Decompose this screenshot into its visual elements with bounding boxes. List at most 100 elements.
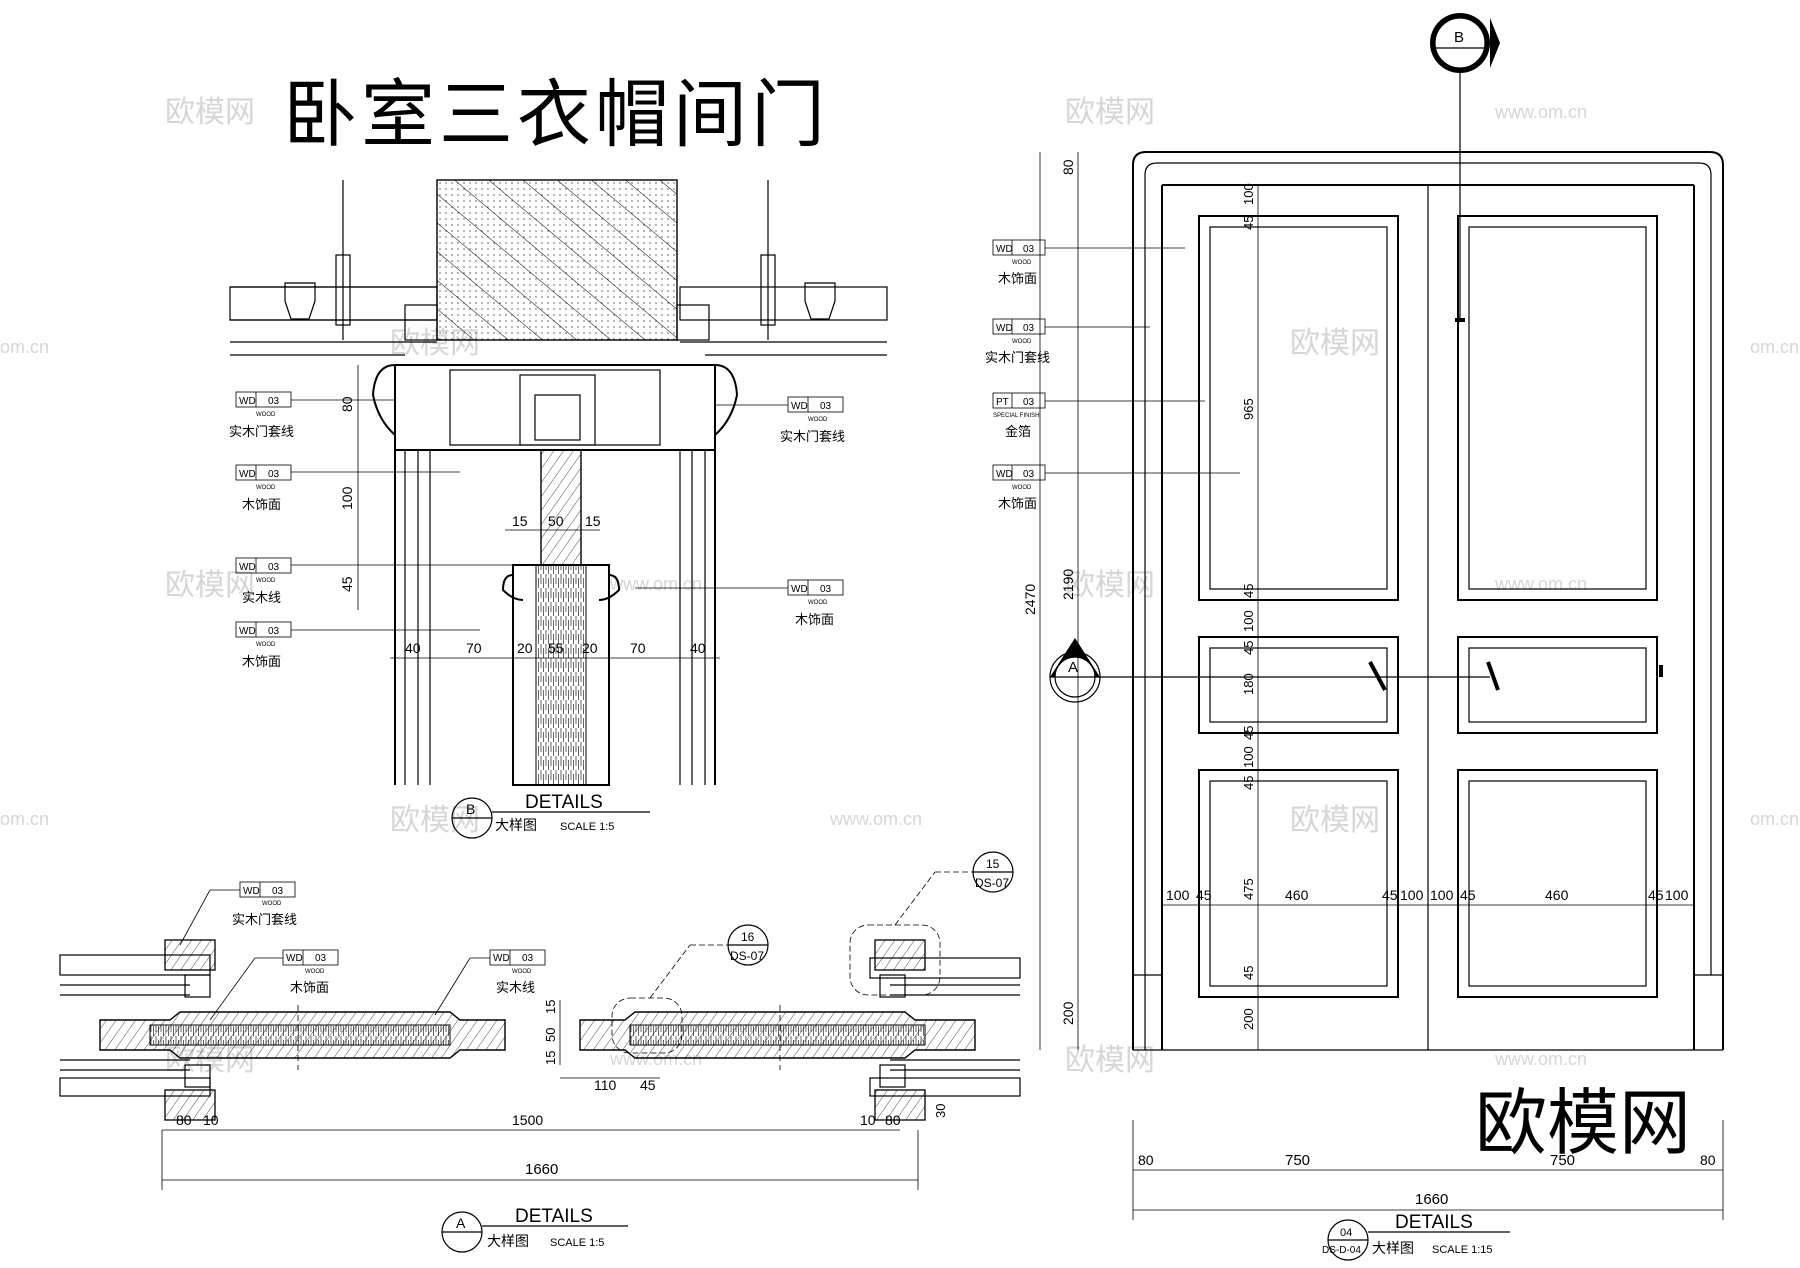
detail-elev-title: 04 DS-D-04 DETAILS 大样图 SCALE 1:15 bbox=[1322, 1212, 1510, 1261]
svg-text:木饰面: 木饰面 bbox=[242, 654, 281, 669]
svg-text:45: 45 bbox=[1382, 887, 1398, 903]
svg-text:45: 45 bbox=[1648, 887, 1664, 903]
detail-b: 80 100 45 15 50 15 40 70 20 55 20 70 40 … bbox=[229, 179, 888, 839]
watermark: 欧模网 bbox=[1290, 804, 1380, 837]
tag-b-3: WD 03 WOOD 实木线 bbox=[235, 557, 513, 605]
tag-b-5: WD 03 WOOD 实木门套线 bbox=[715, 396, 845, 444]
svg-text:180: 180 bbox=[1241, 673, 1256, 695]
svg-text:80: 80 bbox=[885, 1112, 901, 1128]
dim-elev-bottom: 80 750 750 80 bbox=[1138, 1152, 1716, 1169]
svg-text:实木门套线: 实木门套线 bbox=[229, 424, 294, 439]
svg-text:WD: WD bbox=[239, 469, 256, 480]
svg-text:WD: WD bbox=[493, 953, 510, 964]
svg-text:10: 10 bbox=[860, 1112, 876, 1128]
svg-text:200: 200 bbox=[1060, 1001, 1076, 1025]
tag-e-3: PT 03 SPECIAL FINISH 金箔 bbox=[992, 392, 1205, 439]
svg-text:DS-07: DS-07 bbox=[975, 876, 1009, 890]
svg-text:WD: WD bbox=[243, 886, 260, 897]
watermark: 欧模网 bbox=[1290, 327, 1380, 360]
svg-text:100: 100 bbox=[1400, 887, 1424, 903]
tag-b-2: WD 03 WOOD 木饰面 bbox=[235, 464, 460, 512]
svg-text:WOOD: WOOD bbox=[262, 901, 282, 907]
svg-text:965: 965 bbox=[1241, 398, 1256, 420]
dim-elev-horiz: 100 45 460 45 100 100 45 460 45 100 bbox=[1166, 887, 1689, 903]
svg-text:WOOD: WOOD bbox=[1012, 485, 1032, 491]
detail-a-title: A DETAILS 大样图 SCALE 1:5 bbox=[441, 1206, 628, 1253]
watermark: 欧模网 bbox=[1065, 569, 1155, 602]
svg-text:WD: WD bbox=[791, 584, 808, 595]
svg-text:20: 20 bbox=[582, 640, 598, 656]
svg-text:03: 03 bbox=[1023, 469, 1035, 480]
svg-text:10: 10 bbox=[203, 1112, 219, 1128]
svg-text:100: 100 bbox=[1241, 610, 1256, 632]
svg-text:15: 15 bbox=[512, 513, 528, 529]
tag-b-4: WD 03 WOOD 木饰面 bbox=[235, 621, 480, 669]
dim-a-total: 1660 bbox=[525, 1161, 558, 1178]
svg-text:80: 80 bbox=[1138, 1152, 1154, 1168]
svg-text:WOOD: WOOD bbox=[256, 412, 276, 418]
svg-text:大样图: 大样图 bbox=[1372, 1240, 1414, 1256]
svg-text:木饰面: 木饰面 bbox=[242, 497, 281, 512]
watermark: www.om.cn bbox=[829, 809, 922, 829]
svg-text:DETAILS: DETAILS bbox=[525, 792, 603, 813]
svg-text:70: 70 bbox=[630, 640, 646, 656]
tag-e-1: WD 03 WOOD 木饰面 bbox=[992, 239, 1185, 286]
watermark: 欧模网 bbox=[390, 804, 480, 837]
section-mark-b: B bbox=[1430, 13, 1500, 73]
svg-text:15: 15 bbox=[543, 1051, 558, 1065]
watermark: 欧模网 bbox=[165, 569, 255, 602]
svg-text:木饰面: 木饰面 bbox=[795, 612, 834, 627]
svg-text:PT: PT bbox=[996, 397, 1009, 408]
door-elevation: A B 80 2190 2470 200 45 100 965 45 100 4 bbox=[985, 13, 1724, 1261]
tag-e-4: WD 03 WOOD 木饰面 bbox=[992, 464, 1240, 511]
svg-text:木饰面: 木饰面 bbox=[998, 496, 1037, 511]
svg-text:100: 100 bbox=[1241, 746, 1256, 768]
svg-text:WOOD: WOOD bbox=[256, 485, 276, 491]
svg-text:SCALE 1:5: SCALE 1:5 bbox=[560, 821, 614, 833]
svg-text:WOOD: WOOD bbox=[256, 642, 276, 648]
svg-text:WD: WD bbox=[239, 626, 256, 637]
svg-text:55: 55 bbox=[548, 640, 564, 656]
watermark: om.cn bbox=[0, 337, 49, 357]
svg-text:大样图: 大样图 bbox=[487, 1233, 529, 1249]
svg-text:WD: WD bbox=[286, 953, 303, 964]
svg-text:03: 03 bbox=[1023, 397, 1035, 408]
svg-text:03: 03 bbox=[268, 396, 280, 407]
dim-a-right: 30 bbox=[933, 1104, 948, 1118]
svg-text:45: 45 bbox=[1241, 584, 1256, 598]
svg-text:WD: WD bbox=[791, 401, 808, 412]
svg-text:B: B bbox=[466, 801, 475, 817]
svg-text:80: 80 bbox=[176, 1112, 192, 1128]
svg-text:实木线: 实木线 bbox=[496, 980, 535, 995]
watermarks: 欧模网 欧模网 www.om.cn om.cn 欧模网 欧模网 om.cn 欧模… bbox=[0, 96, 1799, 1077]
dim-b-top: 15 50 15 bbox=[512, 513, 601, 529]
dim-a-small: 80 10 1500 10 80 bbox=[176, 1112, 901, 1128]
svg-text:03: 03 bbox=[268, 469, 280, 480]
svg-text:80: 80 bbox=[1060, 159, 1076, 175]
watermark: www.om.cn bbox=[1494, 574, 1587, 594]
svg-text:200: 200 bbox=[1241, 1008, 1256, 1030]
svg-text:04: 04 bbox=[1340, 1227, 1352, 1239]
svg-text:B: B bbox=[1454, 29, 1464, 46]
brand-logo: 欧模网 bbox=[1475, 1084, 1691, 1164]
svg-text:45: 45 bbox=[1241, 966, 1256, 980]
svg-text:03: 03 bbox=[522, 953, 534, 964]
svg-text:WD: WD bbox=[996, 244, 1013, 255]
svg-text:475: 475 bbox=[1241, 878, 1256, 900]
svg-text:DS-07: DS-07 bbox=[730, 949, 764, 963]
svg-text:DETAILS: DETAILS bbox=[1395, 1212, 1473, 1233]
svg-text:金箔: 金箔 bbox=[1005, 424, 1031, 439]
svg-text:SPECIAL FINISH: SPECIAL FINISH bbox=[993, 413, 1039, 419]
svg-text:45: 45 bbox=[1241, 726, 1256, 740]
dim-b-vert: 80 100 45 bbox=[339, 396, 355, 592]
watermark: 欧模网 bbox=[1065, 1044, 1155, 1077]
watermark: www.om.cn bbox=[1494, 1049, 1587, 1069]
svg-text:40: 40 bbox=[690, 640, 706, 656]
svg-text:15: 15 bbox=[986, 857, 1000, 871]
detail-a: 16 DS-07 15 DS-07 WD 03 WOOD 实木门套线 WD 03 bbox=[59, 851, 1021, 1253]
svg-text:750: 750 bbox=[1285, 1152, 1310, 1169]
svg-text:A: A bbox=[456, 1215, 466, 1231]
svg-text:实木门套线: 实木门套线 bbox=[232, 912, 297, 927]
svg-text:100: 100 bbox=[1241, 183, 1256, 205]
svg-text:45: 45 bbox=[1196, 887, 1212, 903]
